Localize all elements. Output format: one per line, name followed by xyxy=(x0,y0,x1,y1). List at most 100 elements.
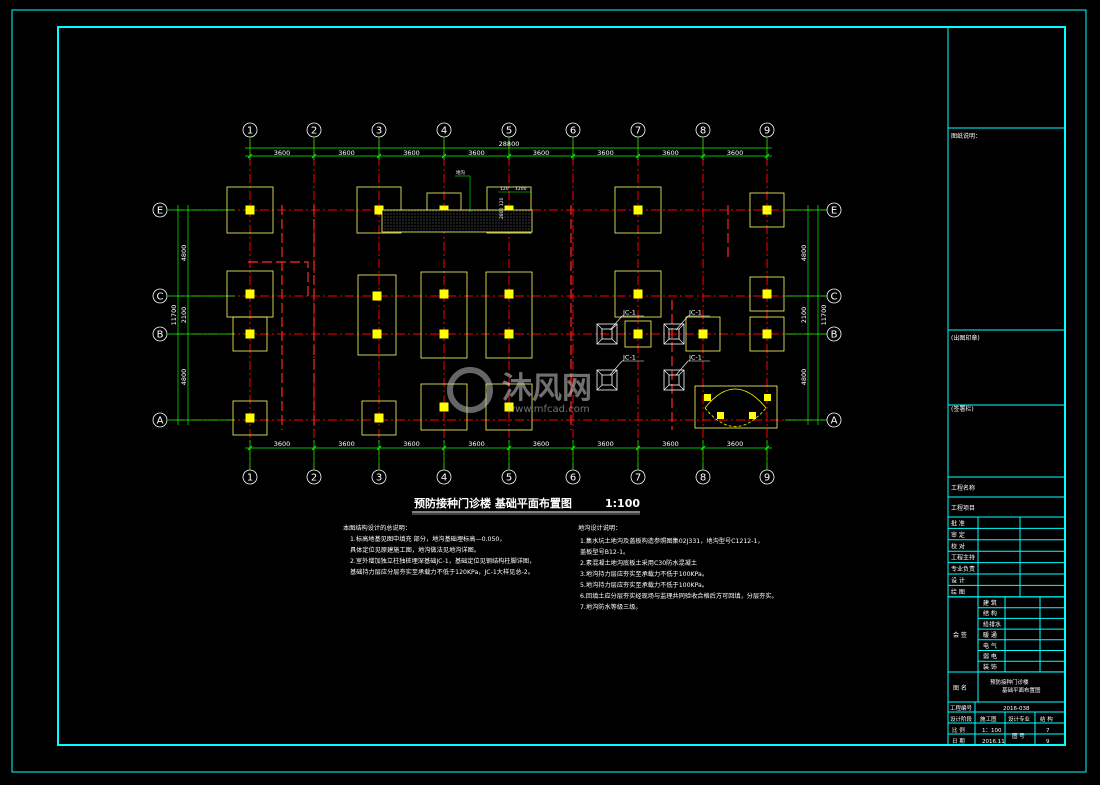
row-axis-label: B xyxy=(157,330,164,341)
notes-right-line: 7.地沟防水等级三级。 xyxy=(580,603,642,611)
trench-dim-1: 120 xyxy=(500,186,509,192)
jc1-leader xyxy=(675,360,689,376)
jc1-footing-edge xyxy=(663,323,670,330)
footing-outline xyxy=(420,271,468,359)
column-pad xyxy=(749,412,756,419)
drawing-name-value-2: 基础平面布置图 xyxy=(1002,686,1041,694)
dimension-tick xyxy=(635,153,641,159)
countersign-discipline: 装 饰 xyxy=(983,663,997,671)
notes-left: 本图结构设计的总说明： 1.标高地基见图中填充 部分，地沟基础埋标高—0.050… xyxy=(343,524,535,576)
jc1-footing-edge xyxy=(596,338,603,345)
column-axis-label: 6 xyxy=(570,473,576,484)
design-stage-value: 施工图 xyxy=(980,715,997,723)
jc1-footing-edge xyxy=(663,384,670,391)
trench-annotations: 地沟 120 1200 2800 120 xyxy=(455,169,532,219)
sheet-value-1: 7 xyxy=(1046,728,1050,734)
row-axis-label: B xyxy=(831,330,838,341)
discipline-label: 设计专业 xyxy=(1008,715,1031,723)
watermark-name: 沐风网 xyxy=(502,371,592,406)
column-pad xyxy=(439,329,449,339)
trench-label: 地沟 xyxy=(456,169,465,176)
column-axis-label: 8 xyxy=(700,473,706,484)
span-dimension-bottom: 3600 xyxy=(468,440,485,448)
scale-value: 1：100 xyxy=(982,728,1002,734)
column-pad xyxy=(698,329,708,339)
column-pad xyxy=(245,413,255,423)
span-dimension-top: 3600 xyxy=(338,149,355,157)
notes-right-heading: 地沟设计说明： xyxy=(578,524,621,532)
dimension-tick xyxy=(635,445,641,451)
dimension-tick xyxy=(764,153,770,159)
column-pad xyxy=(374,205,384,215)
span-dimension-top: 3600 xyxy=(727,149,744,157)
project-no-value: 2016-038 xyxy=(1003,706,1030,712)
span-dimension-bottom: 3600 xyxy=(338,440,355,448)
title-block-role: 批 准 xyxy=(951,520,965,528)
title-block-role: 专业负责 xyxy=(951,565,975,573)
notes-right-line: 3.地沟持力层应夯实至承载力不低于100KPa。 xyxy=(580,570,708,578)
footing-outline xyxy=(232,400,268,436)
title-block-role: 设 计 xyxy=(951,577,965,585)
inner-border xyxy=(57,26,1066,746)
column-pad xyxy=(374,413,384,423)
notes-left-line: 具体定位见原建施工图，地沟做法见地沟详图。 xyxy=(350,546,480,554)
column-axis-label: 7 xyxy=(635,473,641,484)
jc1-footing xyxy=(663,323,685,345)
dimension-tick xyxy=(506,153,512,159)
design-stage-label: 设计阶段 xyxy=(950,715,973,723)
drawing-scale-text: 1:100 xyxy=(605,497,640,510)
row-axis-bubble xyxy=(826,326,842,342)
dimension-tick xyxy=(764,445,770,451)
sheet-value-2: 9 xyxy=(1046,739,1050,745)
left-total-dimension: 11700 xyxy=(170,305,178,326)
dimension-tick xyxy=(376,445,382,451)
footing-outline xyxy=(361,400,397,436)
column-pad xyxy=(245,329,255,339)
date-label: 日 期 xyxy=(952,738,965,745)
countersign-discipline: 建 筑 xyxy=(983,599,997,607)
total-dimension-top: 28800 xyxy=(499,140,520,148)
sheet-label: 图 号 xyxy=(1012,732,1025,740)
column-pad xyxy=(372,329,382,339)
footing-outline xyxy=(614,186,662,234)
drawing-desc-label: 图纸说明： xyxy=(951,132,981,140)
left-sub-dimension: 4800 xyxy=(180,245,188,262)
dimension-tick xyxy=(700,445,706,451)
jc1-footing-edge xyxy=(611,369,618,376)
outer-border xyxy=(11,9,1087,773)
trench-dim-2: 1200 xyxy=(515,186,527,192)
notes-right-line: 6.回填土应分层夯实经现场与监理共同验收合格后方可回填，分层夯实。 xyxy=(580,592,778,600)
jc1-leader xyxy=(675,315,689,331)
drawing-title-text: 预防接种门诊楼 基础平面布置图 xyxy=(414,496,572,510)
right-sub-dimension: 4800 xyxy=(800,369,808,386)
footing-outline xyxy=(685,316,721,352)
span-dimension-top: 3600 xyxy=(468,149,485,157)
row-axis-label: C xyxy=(831,292,838,303)
dimension-tick xyxy=(247,153,253,159)
seal-area-label: (签署栏) xyxy=(951,405,974,413)
row-axis-label: C xyxy=(157,292,164,303)
dimension-tick xyxy=(441,153,447,159)
row-axis-label: A xyxy=(831,416,838,427)
title-block-role: 工程主持 xyxy=(951,554,975,562)
row-axis-bubble xyxy=(152,326,168,342)
row-axis-label: A xyxy=(157,416,164,427)
dimension-tick xyxy=(376,153,382,159)
jc1-leader xyxy=(609,315,623,331)
jc1-footing-edge xyxy=(678,369,685,376)
column-pad xyxy=(633,289,643,299)
jc1-footing-edge xyxy=(678,384,685,391)
footing-outline xyxy=(749,276,785,312)
span-dimension-bottom: 3600 xyxy=(662,440,679,448)
jc1-footing xyxy=(596,323,618,345)
drawing-name-label: 图 名 xyxy=(953,684,967,692)
column-pad xyxy=(439,402,449,412)
column-pad xyxy=(504,329,514,339)
jc1-footing-edge xyxy=(663,338,670,345)
title-block xyxy=(947,27,1065,745)
countersign-discipline: 电 气 xyxy=(983,642,997,650)
watermark: 沐风网 www.mfcad.com xyxy=(447,367,592,415)
column-pad xyxy=(633,329,643,339)
countersign-discipline: 弱 电 xyxy=(983,653,997,661)
